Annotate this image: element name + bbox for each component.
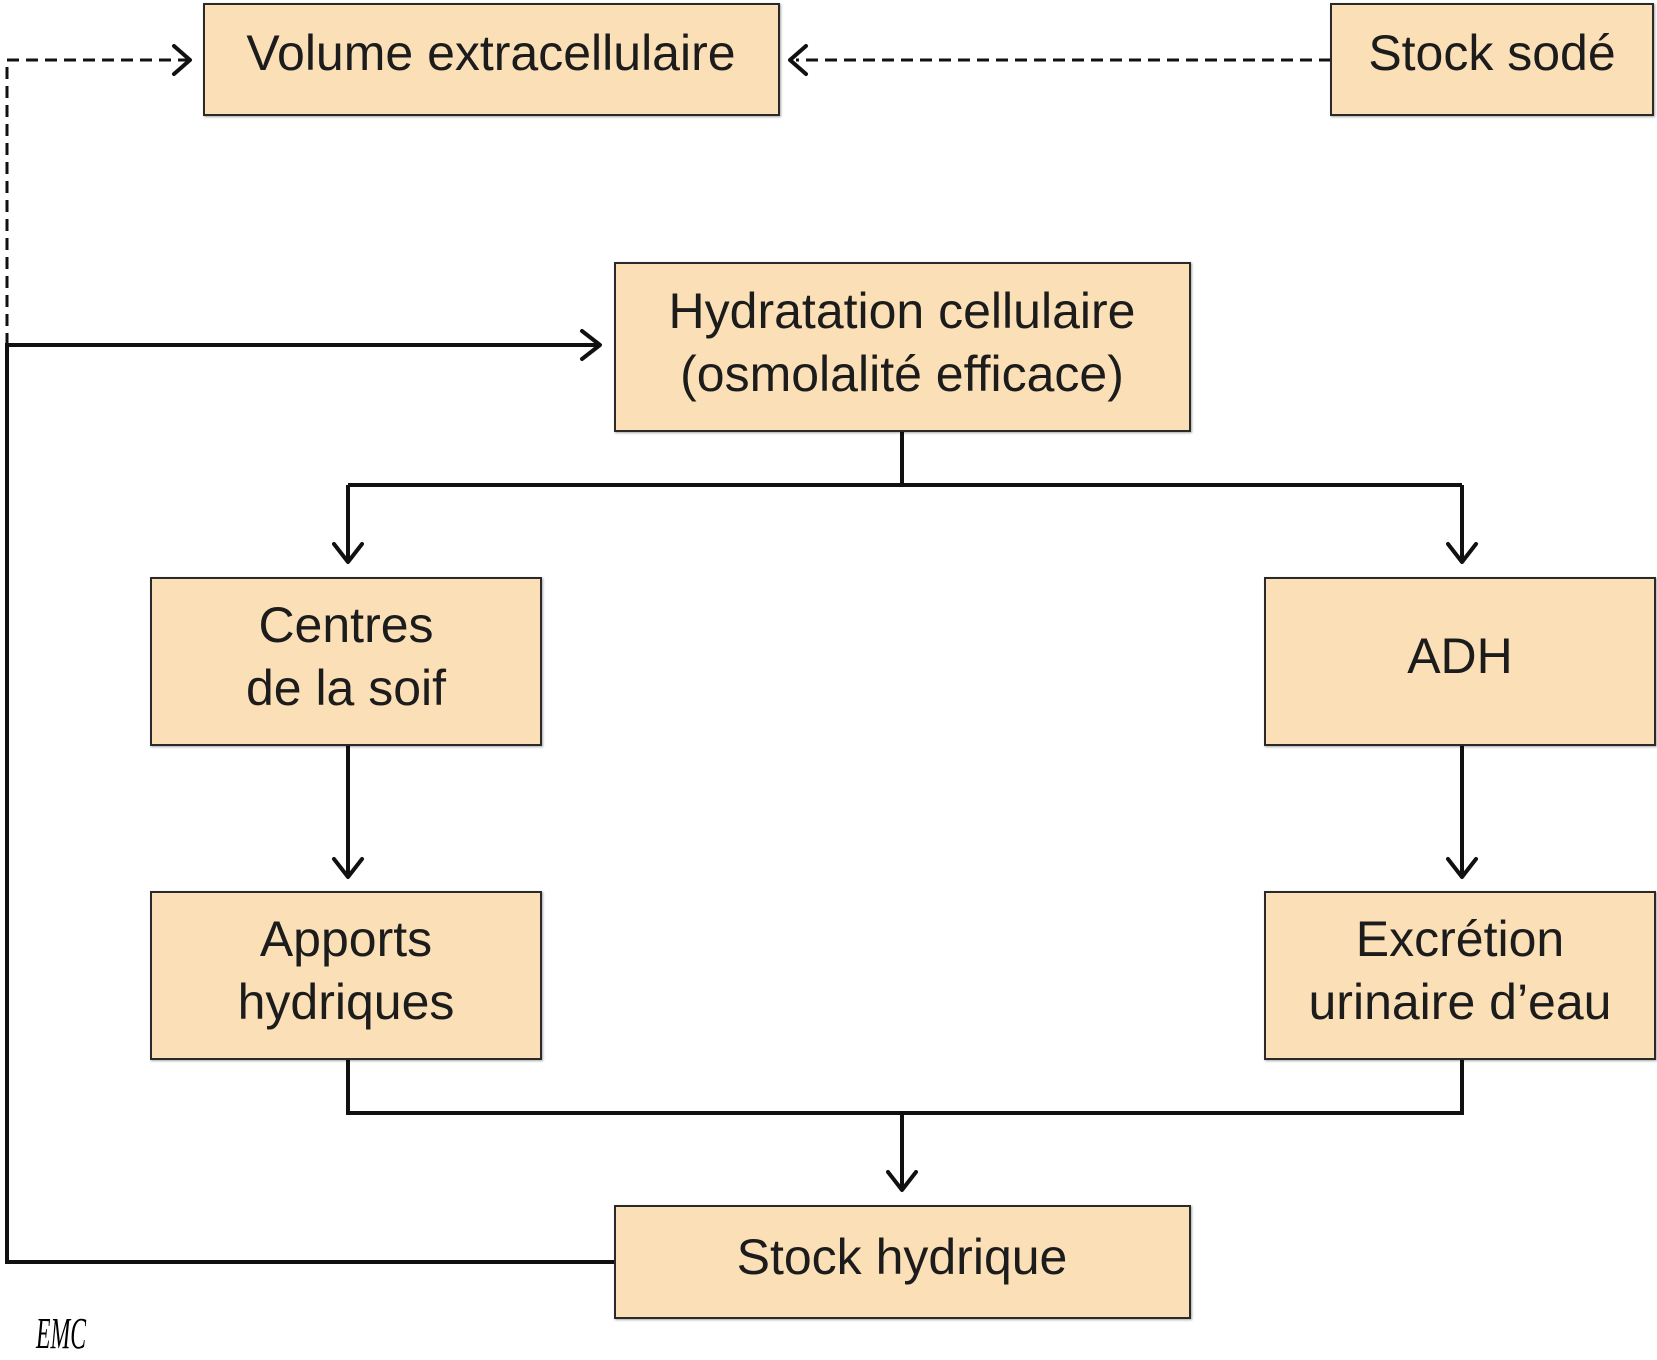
- edge-stock-hydrique-to-hydratation: [5, 343, 615, 1264]
- node-label: Volume extracellulaire: [246, 25, 735, 81]
- node-volume-extracellulaire: Volume extracellulaire: [203, 3, 780, 116]
- node-hydratation-cellulaire: Hydratation cellulaire (osmolalité effic…: [614, 262, 1191, 432]
- arrowhead-right: [172, 44, 192, 76]
- node-adh: ADH: [1264, 577, 1656, 746]
- node-stock-sode: Stock sodé: [1330, 3, 1654, 116]
- edge-stock-hydrique-to-volume: [5, 58, 190, 345]
- node-label: de la soif: [246, 660, 446, 716]
- node-label: Stock hydrique: [737, 1229, 1068, 1285]
- arrowhead-down: [332, 857, 364, 879]
- node-label: Stock sodé: [1368, 25, 1615, 81]
- node-apports-hydriques: Apports hydriques: [150, 891, 542, 1060]
- arrowhead-down: [886, 1170, 918, 1192]
- arrowhead-left: [788, 44, 808, 76]
- node-label: hydriques: [238, 974, 455, 1030]
- node-label: urinaire d’eau: [1309, 974, 1612, 1030]
- node-label: Excrétion: [1356, 911, 1564, 967]
- arrowhead-down: [1446, 542, 1478, 564]
- connectors: [5, 44, 1478, 1264]
- node-stock-hydrique: Stock hydrique: [614, 1205, 1191, 1319]
- node-excretion-urinaire: Excrétion urinaire d’eau: [1264, 891, 1656, 1060]
- node-label: Hydratation cellulaire: [669, 283, 1136, 339]
- node-centres-soif: Centres de la soif: [150, 577, 542, 746]
- arrowhead-down: [1446, 857, 1478, 879]
- node-label: (osmolalité efficace): [680, 346, 1124, 402]
- node-label: Apports: [260, 911, 432, 967]
- arrowhead-right: [580, 329, 602, 361]
- node-label: ADH: [1407, 628, 1513, 684]
- arrowhead-down: [332, 542, 364, 564]
- emc-logo: EMC: [35, 1309, 86, 1358]
- edge-apports-merge: [346, 1060, 1464, 1115]
- node-label: Centres: [258, 597, 433, 653]
